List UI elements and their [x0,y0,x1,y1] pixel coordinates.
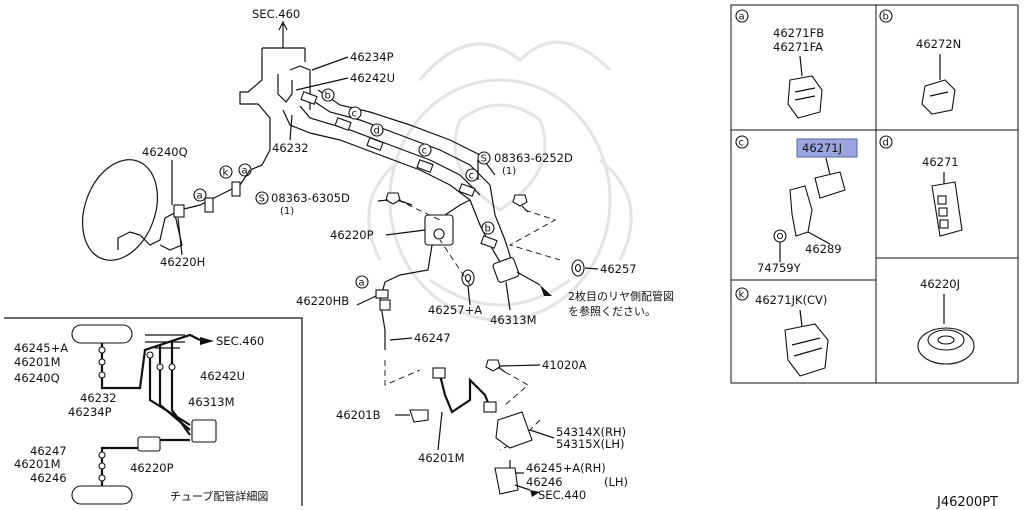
svg-text:S: S [481,154,487,165]
panel-b-part-1[interactable]: 46272N [916,37,961,51]
label-46240Q[interactable]: 46240Q [142,145,188,159]
inset-label-2[interactable]: 46201M [14,355,61,369]
svg-text:c: c [352,109,358,120]
label-46246[interactable]: 46246 [526,475,563,489]
sec460-bracket [261,42,306,62]
inset-label-1[interactable]: 46245+A [14,341,68,355]
panel-c-part-2[interactable]: 46289 [805,242,842,256]
label-46257A[interactable]: 46257+A [428,303,482,317]
svg-text:a: a [197,191,203,202]
bolt-symbol-s2 [477,151,491,165]
watermark-emblem [367,40,633,322]
label-46220HB[interactable]: 46220HB [296,294,349,308]
inset-label-8[interactable]: 46247 [30,444,67,458]
junction-block [375,199,471,350]
panel-a-part-2[interactable]: 46271FA [773,40,823,54]
inset-label-5[interactable]: 46234P [68,405,112,419]
panel-grommet[interactable]: 46220J [917,277,975,365]
svg-text:a: a [242,166,248,177]
inset-label-7[interactable]: 46242U [200,369,245,383]
label-leaders [171,56,599,474]
inset-label-10[interactable]: 46246 [30,471,67,485]
diagram-code: J46200PT [936,495,998,510]
panel-c-part-1[interactable]: 46271J [802,141,842,155]
svg-text:d: d [374,126,380,137]
label-46242U[interactable]: 46242U [350,71,395,85]
svg-text:b: b [883,12,889,23]
note-line-2: を参照ください。 [568,304,656,318]
front-brake-hose [82,159,251,261]
connector-46313M [492,257,552,296]
panel-b[interactable]: b 46272N [879,9,961,115]
svg-text:c: c [739,138,745,149]
label-46201M[interactable]: 46201M [418,451,465,465]
sec460-top-arrow [278,20,288,42]
inset-label-3[interactable]: 46240Q [14,371,60,385]
svg-text:b: b [485,224,491,235]
inset-label-9[interactable]: 46201M [14,457,61,471]
note-line-1: 2枚目のリヤ側配管図 [568,289,674,303]
label-bolt1-qty: (1) [280,206,294,217]
label-46201B[interactable]: 46201B [336,408,381,422]
bolt-symbol-s [255,191,269,205]
inset-label-11[interactable]: 46220P [130,461,174,475]
label-46257[interactable]: 46257 [600,262,637,276]
tube-detail-inset: SEC.460 46245+A 46201M 46240Q 46232 4623… [4,317,303,506]
tube-clips [300,91,498,249]
panel-a-part-1[interactable]: 46271FB [773,26,824,40]
panel-d[interactable]: d 46271 [879,135,963,237]
label-46246-side: (LH) [604,475,628,489]
inset-label-4[interactable]: 46232 [80,391,117,405]
inset-label-6[interactable]: 46313M [188,395,235,409]
panel-k-part-1[interactable]: 46271JK(CV) [755,293,827,307]
callout-marks: b c d c c b a k a a [193,88,495,289]
inset-border [4,317,303,506]
bolts [385,192,529,373]
clip-panels: a 46271FB 46271FA b 46272N c 46271J [730,4,1019,384]
label-54314X[interactable]: 54314X(RH) [556,425,626,439]
svg-text:a: a [739,12,745,23]
svg-text:c: c [422,146,428,157]
inset-caption: チューブ配管詳細図 [170,489,268,503]
label-46232[interactable]: 46232 [272,141,309,155]
svg-text:a: a [359,278,365,289]
label-46220P[interactable]: 46220P [330,228,374,242]
grommets [461,259,585,287]
label-41020A[interactable]: 41020A [542,358,587,372]
brake-tube-bundle [239,62,513,263]
svg-text:c: c [469,171,475,182]
label-sec440[interactable]: SEC.440 [538,488,586,502]
svg-text:d: d [883,138,889,149]
label-46247[interactable]: 46247 [414,331,451,345]
svg-text:k: k [739,290,745,301]
panel-e-part-1[interactable]: 46220J [920,277,960,291]
highlight-46271J [796,138,858,158]
label-46245A[interactable]: 46245+A(RH) [526,461,606,475]
panel-c-part-3[interactable]: 74759Y [757,261,802,275]
dashed-leaders [384,199,561,451]
label-bolt-08363-6252D[interactable]: 08363-6252D [494,151,573,165]
svg-text:S: S [259,194,265,205]
rear-caliper-hose [409,367,540,497]
svg-text:b: b [325,91,331,102]
inset-sec460[interactable]: SEC.460 [216,334,264,348]
panel-d-part-1[interactable]: 46271 [922,155,959,169]
label-bolt-08363-6305D[interactable]: 08363-6305D [271,191,350,205]
label-bolt2-qty: (1) [502,166,516,177]
panel-c[interactable]: c 46271J 46289 74759Y [735,135,858,275]
label-46220H[interactable]: 46220H [160,255,205,269]
label-46234P[interactable]: 46234P [350,50,394,64]
panel-a[interactable]: a 46271FB 46271FA [735,9,824,119]
label-54315X[interactable]: 54315X(LH) [556,437,625,451]
label-46313M[interactable]: 46313M [490,313,537,327]
sec460-top-label[interactable]: SEC.460 [252,7,300,21]
main-assembly: SEC.460 b c d c [82,7,674,502]
panel-k[interactable]: k 46271JK(CV) [735,287,829,377]
svg-text:k: k [223,168,229,179]
